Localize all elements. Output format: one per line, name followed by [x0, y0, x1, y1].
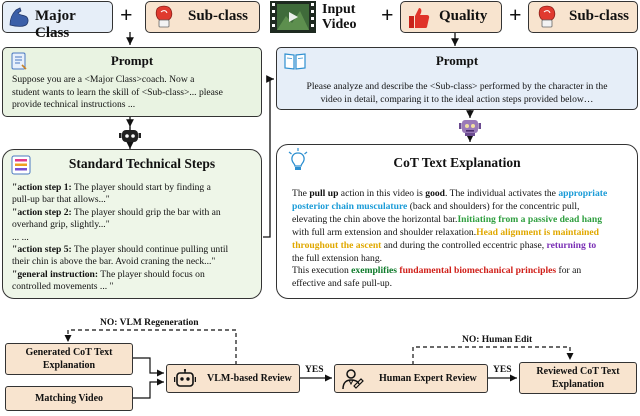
robot-icon: [459, 118, 481, 141]
plus-sign: +: [509, 2, 522, 27]
book-icon: [283, 51, 307, 76]
cot-line: posterior chain musculature (back and sh…: [292, 200, 580, 212]
cot-line: with full arm extension and shoulder rel…: [292, 226, 599, 238]
step-line: "action step 5: The player should contin…: [12, 244, 229, 256]
sub-class-box-right: Sub-class: [528, 1, 638, 33]
major-class-label: Major Class: [35, 8, 76, 41]
document-icon: [9, 51, 29, 76]
bicep-icon: [7, 5, 31, 34]
left-prompt-line-1: Suppose you are a <Major Class>coach. No…: [12, 74, 195, 85]
sub-class-label: Sub-class: [188, 8, 249, 24]
yes-label-1: YES: [305, 365, 324, 375]
right-prompt-line-2: video in detail, comparing it to the ide…: [320, 93, 594, 105]
steps-title: Standard Technical Steps: [68, 156, 216, 171]
generated-cot-box: Generated CoT Text Explanation: [5, 343, 133, 375]
cot-text: The pull up action in this video is good…: [292, 188, 607, 291]
reviewed-cot-box: Reviewed CoT Text Explanation: [519, 362, 637, 394]
standard-steps-box: Standard Technical Steps "action step 1:…: [2, 149, 262, 299]
cot-line: the full extension hang.: [292, 252, 383, 264]
major-class-box: Major Class: [2, 1, 113, 41]
step-line: controlled movements ... ": [12, 281, 114, 293]
step-line: overhand grip, slightly...": [12, 219, 110, 231]
left-prompt-box: Prompt Suppose you are a <Major Class>co…: [2, 47, 262, 117]
no-vlm-regeneration-label: NO: VLM Regeneration: [100, 318, 199, 328]
plus-sign: +: [381, 2, 394, 27]
sub-class-label: Sub-class: [569, 8, 630, 24]
no-human-edit-label: NO: Human Edit: [462, 335, 533, 345]
cot-line: throughout the ascent and during the con…: [292, 239, 597, 251]
left-prompt-text: Suppose you are a <Major Class>coach. No…: [12, 74, 223, 112]
right-prompt-title: Prompt: [435, 53, 479, 68]
plus-sign: +: [120, 2, 133, 27]
human-review-box: Human Expert Review: [334, 364, 488, 393]
robot-icon: [173, 368, 197, 394]
step-line: their chin is above the bar. Avoid crani…: [12, 256, 216, 268]
step-line: pull-up bar that allows...": [12, 194, 110, 206]
step-line: "general instruction: The player should …: [12, 268, 205, 280]
cot-explanation-box: CoT Text Explanation The pull up action …: [276, 144, 638, 299]
sub-class-box: Sub-class: [145, 1, 260, 33]
left-prompt-title: Prompt: [110, 53, 154, 68]
step-line: "action step 2: The player should grip t…: [12, 206, 221, 218]
lightbulb-icon: [287, 148, 309, 177]
video-thumbnail-icon: [270, 1, 316, 38]
checklist-icon: [10, 154, 32, 181]
left-prompt-line-2: student wants to learn the skill of <Sub…: [12, 86, 223, 98]
cot-line: This execution exemplifies fundamental b…: [292, 265, 582, 277]
cot-title: CoT Text Explanation: [393, 155, 521, 170]
robot-icon: [119, 127, 141, 148]
human-review-label: Human Expert Review: [379, 373, 477, 384]
cot-line: effective and safe pull-up.: [292, 278, 392, 290]
step-line: ... ...: [12, 231, 29, 243]
boxing-glove-icon: [535, 5, 559, 35]
matching-video-box: Matching Video: [5, 386, 133, 411]
expert-person-icon: [342, 368, 364, 395]
right-prompt-text: Please analyze and describe the <Sub-cla…: [277, 81, 637, 106]
steps-list: "action step 1: The player should start …: [12, 182, 228, 294]
right-prompt-box: Prompt Please analyze and describe the <…: [276, 47, 638, 110]
cot-line: elevating the chin above the horizontal …: [292, 213, 602, 225]
cot-line: The pull up action in this video is good…: [292, 188, 608, 199]
vlm-review-box: VLM-based Review: [166, 364, 300, 393]
vlm-review-label: VLM-based Review: [207, 373, 292, 384]
boxing-glove-icon: [152, 5, 176, 35]
input-video-label: Input Video: [322, 2, 357, 32]
step-line: "action step 1: The player should start …: [12, 182, 211, 193]
quality-box: Quality: [400, 1, 502, 33]
yes-label-2: YES: [493, 365, 512, 375]
left-prompt-line-3: provide technical instructions ...: [12, 99, 136, 111]
quality-label: Quality: [439, 8, 488, 24]
right-prompt-line-1: Please analyze and describe the <Sub-cla…: [306, 81, 608, 92]
thumbs-up-icon: [407, 6, 431, 35]
